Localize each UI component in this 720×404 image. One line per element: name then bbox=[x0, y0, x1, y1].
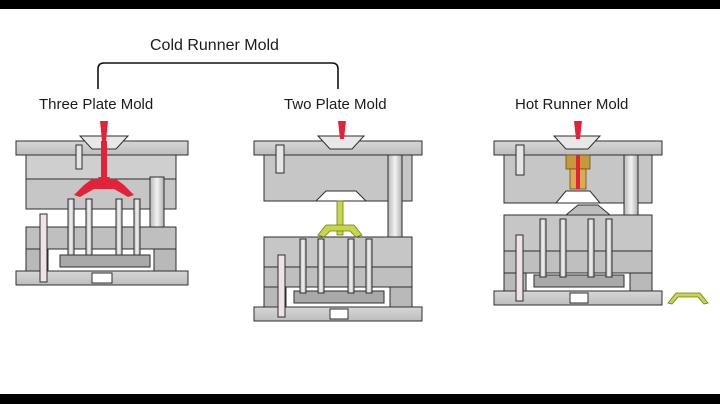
group-label: Cold Runner Mold bbox=[150, 37, 279, 54]
diagram-canvas: Cold Runner Mold Three Plate Mold Two Pl… bbox=[0, 9, 720, 394]
mold-diagram-svg bbox=[15, 62, 709, 322]
two-plate-mold bbox=[253, 135, 423, 322]
hot-runner-mold bbox=[493, 135, 663, 306]
two-plate-melt bbox=[317, 121, 363, 238]
three-plate-label: Three Plate Mold bbox=[39, 96, 154, 113]
three-plate-melt bbox=[74, 121, 134, 197]
group-bracket bbox=[97, 62, 339, 89]
two-plate-label: Two Plate Mold bbox=[284, 96, 387, 113]
ejected-part bbox=[667, 292, 709, 305]
hot-runner-nozzle bbox=[565, 121, 591, 190]
hot-runner-label: Hot Runner Mold bbox=[515, 96, 629, 113]
